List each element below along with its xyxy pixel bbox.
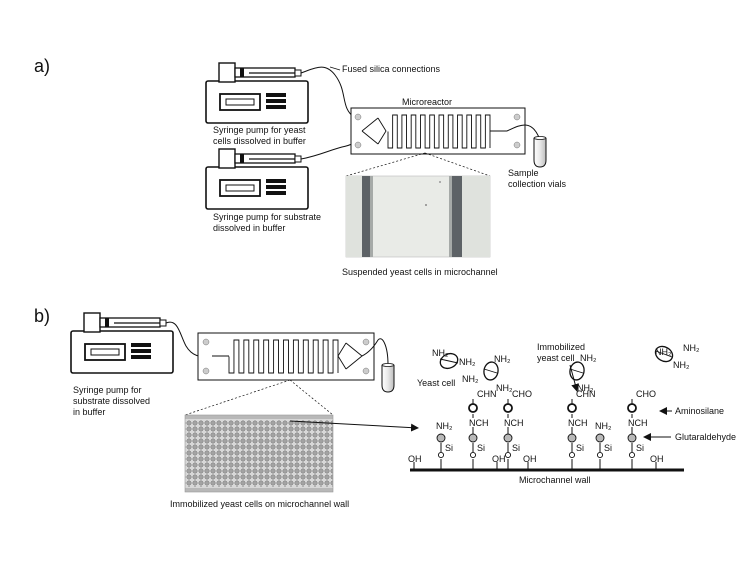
microreactor-chip-a bbox=[350, 107, 526, 155]
glutaraldehyde-label: Glutaraldehyde bbox=[675, 432, 737, 442]
cell-nh2-label: NH₂ bbox=[655, 347, 672, 357]
nh2-label: NH₂ bbox=[595, 421, 612, 431]
silicon-atom-circle bbox=[628, 451, 636, 459]
aminosilane-label: Aminosilane bbox=[675, 406, 725, 416]
cho-label: CHO bbox=[636, 389, 656, 399]
cell-nh2-label: NH₂ bbox=[580, 353, 597, 363]
tubing-outlet-b bbox=[361, 338, 389, 366]
si-label: Si bbox=[512, 443, 521, 453]
si-label: Si bbox=[477, 443, 486, 453]
oh-label: OH bbox=[523, 454, 537, 464]
tubing-a1 bbox=[300, 66, 356, 119]
cell-nh2-label: NH₂ bbox=[494, 354, 511, 364]
suspended-caption: Suspended yeast cells in microchannel bbox=[342, 267, 498, 277]
si-label: Si bbox=[576, 443, 585, 453]
zoom-arrow bbox=[289, 420, 419, 432]
hydroxyl-groups bbox=[413, 462, 657, 469]
aminosilane-bead bbox=[595, 433, 605, 443]
syringe-pump-substrate-b bbox=[70, 312, 174, 374]
microreactor-chip-b bbox=[197, 332, 375, 381]
microreactor-label: Microreactor bbox=[402, 97, 453, 107]
immobilized-pointer bbox=[569, 364, 580, 392]
silicon-atom-circle bbox=[437, 451, 445, 459]
silicon-atom-circle bbox=[596, 451, 604, 459]
silicon-atom-circle bbox=[469, 451, 477, 459]
cell-nh2-label: NH₂ bbox=[496, 383, 513, 393]
silicon-atom-circle bbox=[504, 451, 512, 459]
yeast-cell-label: Yeast cell bbox=[417, 378, 456, 388]
nh2-label: NH₂ bbox=[436, 421, 453, 431]
nch-label: NCH bbox=[504, 418, 524, 428]
oh-label: OH bbox=[492, 454, 506, 464]
cell-nh2-label: NH₂ bbox=[459, 357, 476, 367]
cell-nh2-label: NH₂ bbox=[462, 374, 479, 384]
yeast-cells-chem bbox=[439, 345, 674, 381]
si-label: Si bbox=[636, 443, 645, 453]
pump-substrate-label-b: Syringe pump for substrate dissolved in … bbox=[73, 385, 151, 417]
glutaraldehyde-ring bbox=[503, 403, 513, 413]
aminosilane-bead bbox=[468, 433, 478, 443]
nch-label: NCH bbox=[628, 418, 648, 428]
immobilized-cell-label: Immobilized yeast cell bbox=[537, 342, 586, 363]
fused-silica-pointer bbox=[329, 66, 341, 71]
chn-label: CHN bbox=[576, 389, 596, 399]
microchannel-wall-label: Microchannel wall bbox=[519, 475, 591, 485]
fused-silica-label: Fused silica connections bbox=[342, 64, 441, 74]
cell-nh2-label: NH₂ bbox=[673, 360, 690, 370]
oh-label: OH bbox=[650, 454, 664, 464]
glutaraldehyde-ring bbox=[468, 403, 478, 413]
si-label: Si bbox=[604, 443, 613, 453]
cell-nh2-label: NH₂ bbox=[683, 343, 700, 353]
glutaraldehyde-ring bbox=[627, 403, 637, 413]
micrograph-suspended bbox=[345, 175, 491, 258]
cell-nh2-label: NH₂ bbox=[432, 348, 449, 358]
cell-nh2-label: NH₂ bbox=[577, 383, 594, 393]
syringe-pump-substrate-a bbox=[205, 148, 309, 210]
aminosilane-bead bbox=[436, 433, 446, 443]
sample-vial-a bbox=[533, 136, 547, 168]
cho-label: CHO bbox=[512, 389, 532, 399]
oh-label: OH bbox=[408, 454, 422, 464]
pump-substrate-label-a: Syringe pump for substrate dissolved in … bbox=[213, 212, 322, 233]
si-label: Si bbox=[445, 443, 454, 453]
panel-b-label: b) bbox=[34, 306, 51, 326]
pump-yeast-label: Syringe pump for yeast cells dissolved i… bbox=[213, 125, 306, 146]
tubing-outlet-a bbox=[506, 124, 541, 141]
immobilized-caption: Immobilized yeast cells on microchannel … bbox=[170, 499, 350, 509]
silicon-atom-circle bbox=[568, 451, 576, 459]
aminosilane-bead bbox=[627, 433, 637, 443]
sample-vial-b bbox=[381, 363, 395, 393]
panel-a-label: a) bbox=[34, 56, 51, 76]
micrograph-immobilized bbox=[184, 414, 334, 493]
linker-chains bbox=[436, 399, 637, 469]
syringe-pump-yeast bbox=[205, 62, 309, 124]
nch-label: NCH bbox=[568, 418, 588, 428]
aminosilane-bead bbox=[503, 433, 513, 443]
aminosilane-bead bbox=[567, 433, 577, 443]
nch-label: NCH bbox=[469, 418, 489, 428]
sample-vials-label: Sample collection vials bbox=[508, 168, 567, 189]
glutaraldehyde-ring bbox=[567, 403, 577, 413]
chn-label: CHN bbox=[477, 389, 497, 399]
